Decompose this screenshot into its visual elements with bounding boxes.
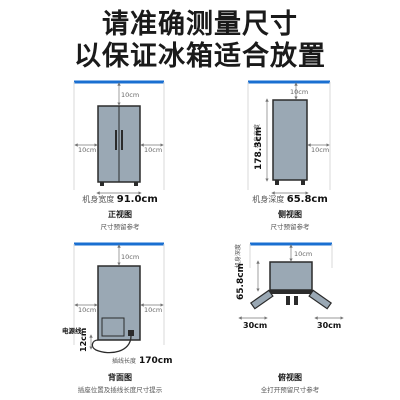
side-depth-label: 机身深度	[252, 195, 285, 204]
back-right-clearance: 10cm	[144, 306, 162, 314]
front-view-title: 正视图	[108, 210, 132, 219]
side-height-value: 178.3cm	[254, 127, 264, 170]
back-view-diagram: 10cm 10cm 10cm 电源线 12cm 插线长度 170cm	[62, 242, 173, 366]
top-handle-right	[294, 296, 298, 305]
back-cord-length-value: 170cm	[139, 356, 173, 366]
side-top-clearance: 10cm	[290, 88, 308, 96]
side-foot-back	[275, 180, 279, 185]
top-fridge-body	[269, 261, 313, 291]
headline-line-2: 以保证冰箱适合放置	[74, 41, 326, 72]
side-depth-dimension: 机身深度 65.8cm	[240, 194, 340, 205]
back-cord-height: 12cm	[79, 328, 88, 352]
side-fridge-body	[272, 99, 308, 181]
back-fridge-body	[97, 265, 141, 341]
back-cord-label: 电源线	[62, 326, 82, 335]
front-width-dimension: 机身宽度 91.0cm	[70, 194, 170, 205]
side-view-note: 尺寸预留参考	[270, 223, 310, 231]
top-door-hinge-bar	[268, 290, 314, 294]
top-view-diagram: 10cm 机身深度 65.8cm 30cm 30cm	[234, 242, 344, 330]
top-depth-label: 机身深度	[234, 244, 242, 268]
side-depth-value: 65.8cm	[286, 194, 328, 205]
top-left-door-swing: 30cm	[243, 321, 267, 330]
top-right-door-swing: 30cm	[317, 321, 341, 330]
top-handle-left	[286, 296, 290, 305]
top-depth-value: 65.8cm	[236, 263, 246, 300]
front-top-clearance: 10cm	[121, 91, 139, 99]
front-view-note: 尺寸预留参考	[100, 223, 140, 231]
front-right-clearance: 10cm	[144, 146, 162, 154]
back-top-clearance: 10cm	[121, 253, 139, 261]
side-view-title: 侧视图	[278, 210, 302, 219]
back-cord-socket	[128, 330, 134, 336]
front-view-diagram: 10cm 10cm 10cm	[73, 80, 165, 195]
back-view-note: 插座位置及插线长度尺寸提示	[77, 386, 163, 394]
side-height-label: 机身高度	[253, 124, 261, 148]
top-back-clearance: 10cm	[294, 250, 312, 258]
front-right-handle	[121, 130, 123, 150]
side-foot-front	[301, 180, 305, 185]
back-power-cord	[91, 335, 132, 354]
top-right-door	[308, 289, 333, 310]
front-left-handle	[115, 130, 117, 150]
front-width-label: 机身宽度	[82, 195, 115, 204]
top-view-title: 俯视图	[278, 373, 302, 382]
side-front-clearance: 10cm	[311, 146, 329, 154]
back-compressor-panel	[101, 317, 125, 337]
back-cord-length-label: 插线长度	[112, 357, 136, 365]
front-left-clearance: 10cm	[78, 146, 96, 154]
front-width-value: 91.0cm	[116, 194, 158, 205]
side-view-diagram: 10cm 10cm 机身高度 178.3cm	[247, 80, 331, 195]
back-view-title: 背面图	[108, 373, 132, 382]
front-foot-left	[100, 182, 104, 186]
top-left-door	[249, 289, 274, 310]
headline-line-1: 请准确测量尺寸	[102, 9, 298, 40]
back-left-clearance: 10cm	[78, 306, 96, 314]
front-foot-right	[134, 182, 138, 186]
top-view-note: 全打开预留尺寸参考	[260, 386, 320, 394]
